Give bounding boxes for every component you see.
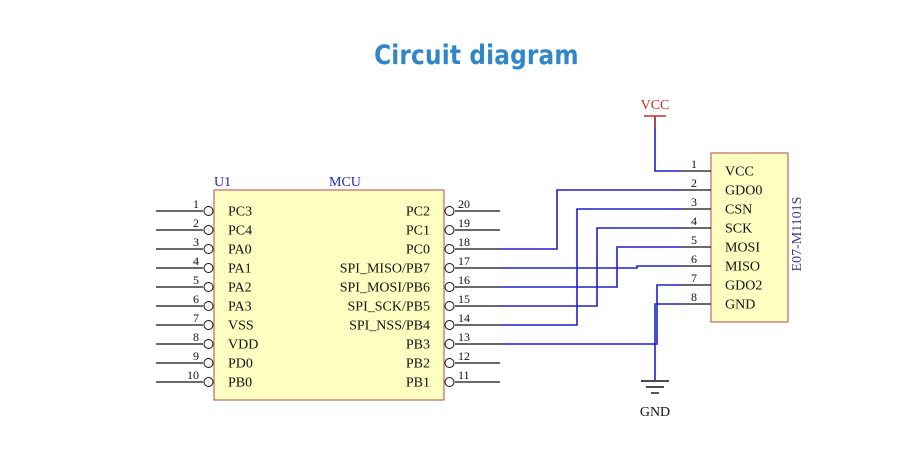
pin-number: 1 [691,157,697,171]
wire-pc0-gdo0 [500,189,682,250]
pin-number: 15 [458,292,470,306]
pin-bubble [444,377,455,387]
pin-number: 19 [458,216,470,230]
pin-number: 7 [691,271,697,285]
pin-number: 17 [458,254,470,268]
pin-bubble [203,301,214,311]
mcu-name: MCU [329,175,361,190]
pin-number: 6 [691,252,697,266]
pin-name: PB3 [406,338,430,353]
pin-name: PD0 [228,357,253,372]
pin-bubble [444,320,455,330]
pin-number: 7 [193,311,199,325]
pin-name: PC2 [406,205,430,220]
pin-name: VSS [228,319,254,334]
pin-name: PC0 [406,243,430,258]
pin-name: PC1 [406,224,430,239]
pin-name: SPI_MOSI/PB6 [340,281,430,296]
pin-number: 18 [458,235,470,249]
pin-number: 3 [691,195,697,209]
module-name: E07-M1101S [790,197,805,272]
pin-name: PC4 [228,224,252,239]
pin-name: PA0 [228,243,252,258]
vcc-label: VCC [641,98,670,113]
power-symbols: VCC GND [640,98,682,420]
pin-bubble [444,358,455,368]
pin-name: SPI_NSS/PB4 [349,319,430,334]
pin-number: 3 [193,235,199,249]
pin-name: PA2 [228,281,252,296]
pin-bubble [444,339,455,349]
pin-name: VDD [228,338,258,353]
wire-mosi [500,246,682,288]
pin-bubble [444,282,455,292]
pin-bubble [444,301,455,311]
wire-miso [500,265,682,269]
signal-wires [500,189,682,345]
gnd-label: GND [640,405,670,420]
pin-name: SCK [725,222,752,237]
pin-name: PB1 [406,376,430,391]
pin-name: PA1 [228,262,252,277]
pin-bubble [203,263,214,273]
pin-name: VCC [725,165,754,180]
pin-name: MOSI [725,241,760,256]
pin-bubble [203,225,214,235]
pin-name: PA3 [228,300,252,315]
pin-bubble [203,320,214,330]
pin-bubble [444,263,455,273]
mcu-ref: U1 [214,175,231,190]
pin-number: 10 [187,368,199,382]
pin-number: 2 [691,176,697,190]
wire-gnd [654,303,682,380]
pin-bubble [203,377,214,387]
pin-name: GDO2 [725,279,762,294]
wire-sck [500,227,682,307]
pin-bubble [203,282,214,292]
wire-pb3-gdo2 [500,284,682,345]
pin-number: 8 [691,290,697,304]
pin-number: 4 [193,254,199,268]
pin-name: CSN [725,203,752,218]
pin-bubble [444,225,455,235]
pin-bubble [203,339,214,349]
pin-bubble [203,206,214,216]
pin-name: GDO0 [725,184,762,199]
pin-bubble [203,358,214,368]
pin-name: MISO [725,260,760,275]
pin-bubble [444,206,455,216]
module-body [710,152,789,323]
pin-number: 1 [193,197,199,211]
wire-vcc [654,116,682,172]
pin-number: 4 [691,214,697,228]
pin-number: 5 [691,233,697,247]
pin-name: PB2 [406,357,430,372]
pin-name: PC3 [228,205,252,220]
pin-number: 11 [458,368,470,382]
pin-number: 5 [193,273,199,287]
pin-number: 20 [458,197,470,211]
pin-number: 14 [458,311,470,325]
mcu-body [213,189,445,401]
wire-nss-csn [500,208,682,326]
pin-bubble [203,244,214,254]
pin-number: 13 [458,330,470,344]
pin-number: 8 [193,330,199,344]
diagram-title: Circuit diagram [374,40,579,71]
pin-number: 2 [193,216,199,230]
pin-name: PB0 [228,376,252,391]
pin-bubble [444,244,455,254]
pin-name: GND [725,298,755,313]
pin-number: 9 [193,349,199,363]
pin-name: SPI_MISO/PB7 [340,262,430,277]
pin-number: 6 [193,292,199,306]
pin-number: 12 [458,349,470,363]
pin-number: 16 [458,273,470,287]
pin-name: SPI_SCK/PB5 [348,300,430,315]
